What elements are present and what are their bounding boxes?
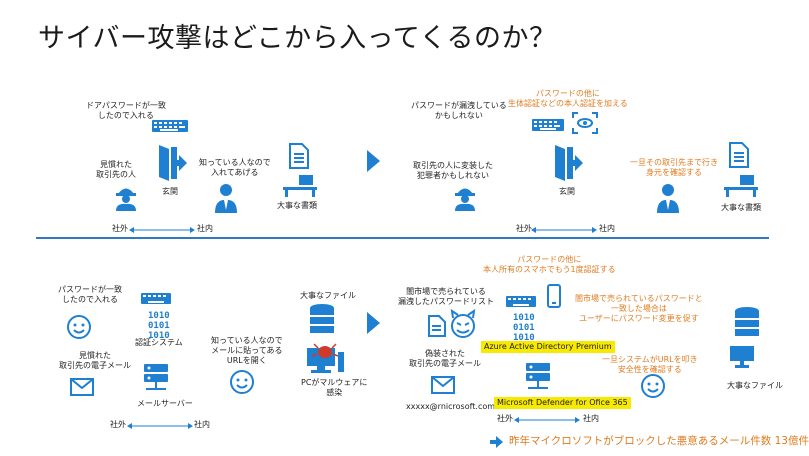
document-icon (428, 315, 446, 337)
defender-label: Microsoft Defender for Ofice 365 (494, 397, 631, 409)
infected-pc-icon (307, 343, 344, 373)
important-docs-label: 大事な書類 (277, 201, 317, 210)
binary-icon: 1010 0101 1010 (513, 313, 535, 343)
outside-label-right: 社外 (516, 224, 532, 233)
url-check-note: 一旦システムがURLを叩き 安全性を確認する (602, 355, 698, 374)
outside-inside-arrow (127, 423, 193, 429)
keyboard-icon (152, 120, 188, 132)
outside-label: 社外 (112, 224, 128, 233)
binary-icon: 1010 0101 1010 (148, 311, 170, 341)
password-reset-note: 闇市場で売られているパスワードと 一致した場合は ユーザーにパスワード変更を促す (575, 294, 703, 323)
database-icon (310, 304, 334, 333)
leaked-list-label: 闇市場で売られている 漏洩したパスワードリスト (398, 287, 494, 306)
malware-label: PCがマルウェアに 感染 (301, 378, 368, 397)
person-icon (215, 184, 237, 213)
auth-system-label: 認証システム (135, 338, 183, 347)
keyboard-icon (506, 296, 536, 307)
smartphone-icon (547, 284, 561, 308)
password-leak-label: パスワードが漏洩している かもしれない (411, 101, 507, 120)
document-icon (729, 142, 749, 168)
smiley-icon (230, 370, 254, 394)
biometric-note: パスワードの他に 生体認証などの本人認証を加える (508, 89, 628, 108)
smiley-icon (641, 374, 665, 398)
database-icon (735, 307, 759, 336)
important-docs-label-right: 大事な書類 (721, 203, 761, 212)
face-scan-icon (572, 112, 598, 134)
important-file-label: 大事なファイル (300, 291, 356, 300)
footer-stat: 昨年マイクロソフトがブロックした悪意あるメール件数 13億件 (509, 435, 809, 447)
entrance-label: 玄関 (162, 187, 178, 196)
devil-face-icon (450, 308, 476, 338)
worker-icon (455, 188, 475, 211)
inside-label: 社内 (197, 224, 213, 233)
outside-inside-arrow (514, 417, 580, 423)
password-match-label: ドアパスワードが一致 したので入れる (86, 101, 166, 120)
entrance-door-icon (555, 145, 583, 181)
password-match-label-mail: パスワードが一致 したので入れる (58, 285, 122, 304)
footer-arrow-icon (490, 436, 503, 448)
impersonation-label: 取引先の人に変装した 犯罪者かもしれない (413, 161, 493, 180)
inside-label-mail: 社内 (194, 420, 210, 429)
person-icon (657, 184, 679, 213)
section-divider (36, 237, 769, 239)
monitor-icon (730, 346, 754, 368)
document-icon (289, 143, 309, 169)
mail-server-label: メールサーバー (137, 399, 193, 408)
envelope-icon (431, 376, 455, 394)
top-transition-arrow (367, 150, 380, 172)
known-person-click-label: 知っている人なので メールに貼ってある URLを開く (211, 336, 283, 365)
entrance-label-right: 玄関 (559, 187, 575, 196)
worker-icon (116, 188, 136, 211)
familiar-partner-label: 見慣れた 取引先の人 (96, 160, 136, 179)
outside-label-mail: 社外 (110, 420, 126, 429)
outside-inside-arrow (129, 227, 195, 233)
desk-icon (724, 175, 758, 197)
bottom-transition-arrow (367, 312, 380, 334)
keyboard-icon (141, 293, 171, 304)
azure-ad-label: Azure Active Directory Premium (481, 341, 615, 353)
keyboard-icon (532, 119, 564, 131)
spoofed-email-label: 偽装された 取引先の電子メール (409, 349, 481, 368)
entrance-door-icon (159, 145, 187, 181)
envelope-icon (70, 378, 94, 396)
important-file-label-right: 大事なファイル (727, 381, 783, 390)
desk-icon (283, 175, 317, 197)
verify-identity-note: 一旦その取引先まで行き 身元を確認する (630, 158, 718, 177)
inside-label-right: 社内 (599, 224, 615, 233)
familiar-email-label: 見慣れた 取引先の電子メール (59, 351, 131, 370)
mfa-note: パスワードの他に 本人所有のスマホでもう1度認証する (483, 255, 616, 274)
known-person-label: 知っている人なので 入れてあげる (199, 158, 271, 177)
outside-inside-arrow (531, 227, 597, 233)
slide-title: サイバー攻撃はどこから入ってくるのか？ (38, 23, 557, 54)
server-icon (144, 364, 168, 390)
outside-label-right-mail: 社外 (497, 414, 513, 423)
fake-address-label: xxxxx@rnicrosoft.com (406, 402, 496, 411)
server-icon (526, 363, 550, 389)
inside-label-right-mail: 社内 (583, 414, 599, 423)
smiley-icon (67, 315, 91, 339)
